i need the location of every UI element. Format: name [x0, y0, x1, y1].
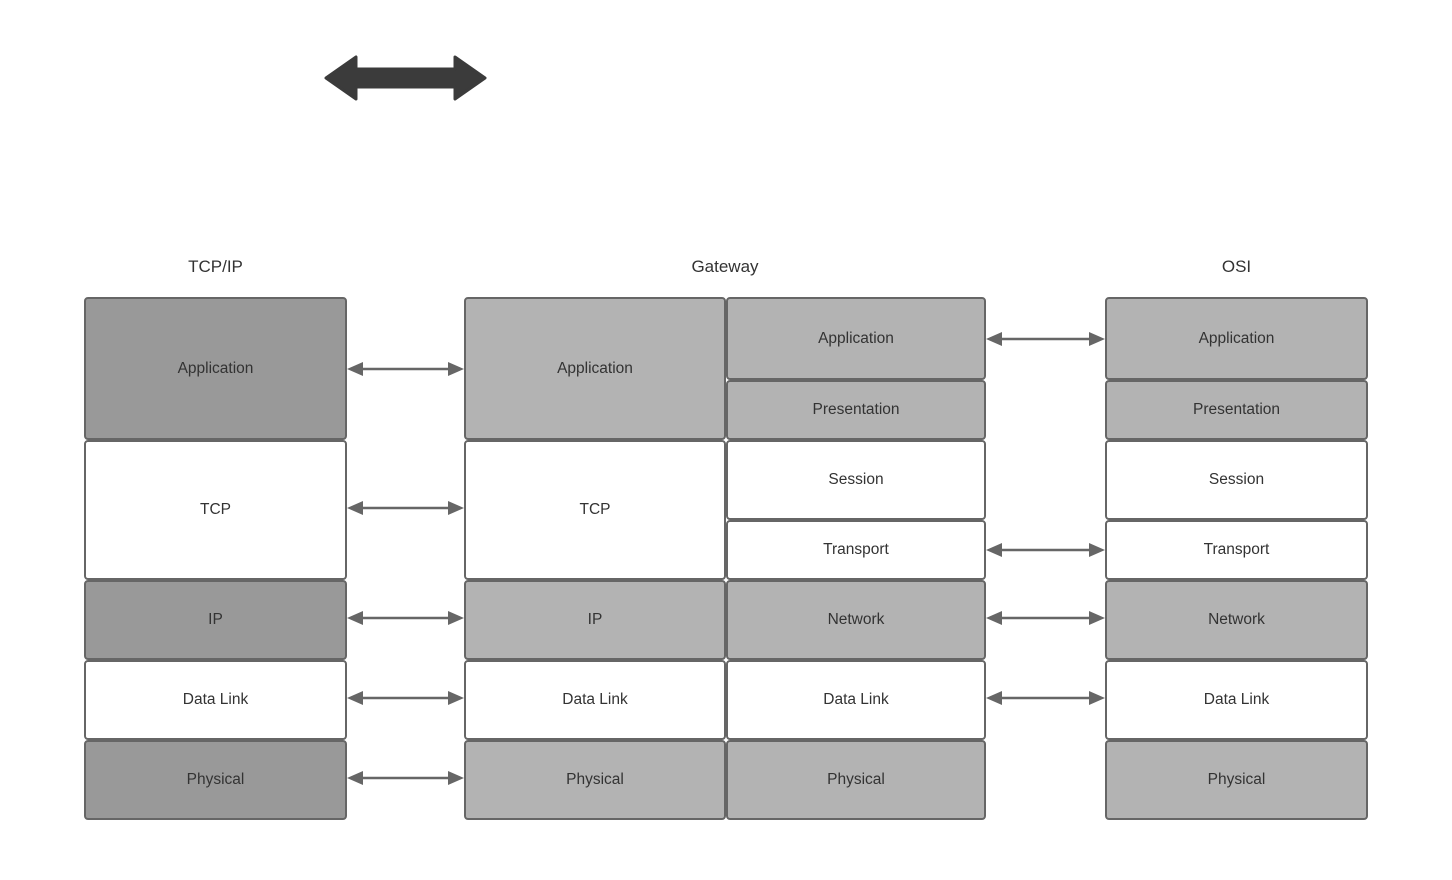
- gateway-left-layer-application[interactable]: Application: [464, 297, 726, 440]
- gateway-left-layer-ip[interactable]: IP: [464, 580, 726, 660]
- layer-label: TCP: [579, 501, 611, 518]
- layer-label: Application: [1198, 329, 1275, 347]
- gateway-right-layer-presentation[interactable]: Presentation: [726, 380, 986, 440]
- layer-label: Transport: [823, 541, 889, 558]
- layer-label: Physical: [186, 771, 245, 788]
- osi-layer-data-link[interactable]: Data Link: [1105, 660, 1368, 740]
- layer-label: Presentation: [812, 401, 900, 418]
- gateway-right-layer-transport[interactable]: Transport: [726, 520, 986, 580]
- osi-layer-presentation[interactable]: Presentation: [1105, 380, 1368, 440]
- layer-label: Application: [557, 359, 633, 377]
- connector-transport-right: [986, 541, 1105, 559]
- double-headed-arrow-icon: [318, 48, 493, 108]
- connector-tcp-left: [347, 499, 464, 517]
- column-title-gateway: Gateway: [691, 257, 759, 276]
- tcpip-layer-tcp[interactable]: TCP: [84, 440, 347, 580]
- gateway-right-layer-network[interactable]: Network: [726, 580, 986, 660]
- osi-layer-network[interactable]: Network: [1105, 580, 1368, 660]
- layer-label: IP: [208, 611, 223, 628]
- layer-label: Network: [1208, 611, 1265, 628]
- layer-label: TCP: [200, 501, 231, 518]
- gateway-left-layer-physical[interactable]: Physical: [464, 740, 726, 820]
- osi-layer-transport[interactable]: Transport: [1105, 520, 1368, 580]
- connector-data-link-right: [986, 689, 1105, 707]
- layer-label: Application: [818, 329, 894, 347]
- layer-label: Physical: [566, 771, 624, 788]
- layer-label: Physical: [827, 771, 885, 788]
- column-title-osi: OSI: [1221, 257, 1252, 276]
- gateway-right-layer-application[interactable]: Application: [726, 297, 986, 380]
- layer-label: Network: [827, 611, 885, 628]
- layer-label: Data Link: [182, 691, 249, 708]
- gateway-right-layer-data-link[interactable]: Data Link: [726, 660, 986, 740]
- tcpip-layer-ip[interactable]: IP: [84, 580, 347, 660]
- layer-label: IP: [587, 611, 603, 628]
- layer-label: Session: [1208, 471, 1265, 488]
- connector-physical-left: [347, 769, 464, 787]
- gateway-right-layer-session[interactable]: Session: [726, 440, 986, 520]
- gateway-left-layer-tcp[interactable]: TCP: [464, 440, 726, 580]
- osi-layer-session[interactable]: Session: [1105, 440, 1368, 520]
- connector-application-right: [986, 330, 1105, 348]
- layer-label: Data Link: [823, 691, 889, 708]
- connector-ip-left: [347, 609, 464, 627]
- layer-label: Data Link: [562, 691, 628, 708]
- layer-label: Physical: [1207, 771, 1266, 788]
- layer-label: Presentation: [1192, 401, 1281, 418]
- connector-application-left: [347, 360, 464, 378]
- tcpip-layer-application[interactable]: Application: [84, 297, 347, 440]
- tcpip-layer-physical[interactable]: Physical: [84, 740, 347, 820]
- column-title-tcpip: TCP/IP: [188, 257, 243, 276]
- gateway-left-layer-data-link[interactable]: Data Link: [464, 660, 726, 740]
- connector-network-right: [986, 609, 1105, 627]
- layer-label: Transport: [1203, 541, 1270, 558]
- layer-label: Application: [177, 359, 254, 377]
- osi-layer-application[interactable]: Application: [1105, 297, 1368, 380]
- gateway-right-layer-physical[interactable]: Physical: [726, 740, 986, 820]
- connector-data-link-left: [347, 689, 464, 707]
- layer-label: Session: [828, 471, 884, 488]
- osi-layer-physical[interactable]: Physical: [1105, 740, 1368, 820]
- tcpip-layer-data-link[interactable]: Data Link: [84, 660, 347, 740]
- layer-label: Data Link: [1203, 691, 1270, 708]
